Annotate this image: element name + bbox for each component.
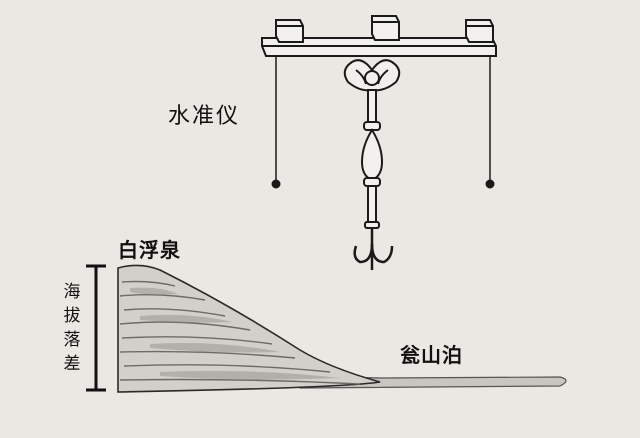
elevation-bracket	[86, 264, 106, 392]
lotus-ornament	[343, 59, 401, 92]
elevation-drop-label: 海拔落差	[63, 282, 81, 374]
rock-shading	[130, 287, 340, 380]
instrument-label: 水准仪	[168, 104, 241, 129]
instrument-staff	[353, 89, 394, 270]
terrain	[117, 264, 567, 393]
lake-label: 瓮山泊	[400, 343, 463, 367]
rock-strata	[119, 280, 361, 385]
leveling-instrument	[261, 15, 497, 270]
plumb-lines	[271, 56, 495, 189]
spring-label: 白浮泉	[118, 238, 181, 262]
instrument-blocks	[275, 15, 494, 43]
